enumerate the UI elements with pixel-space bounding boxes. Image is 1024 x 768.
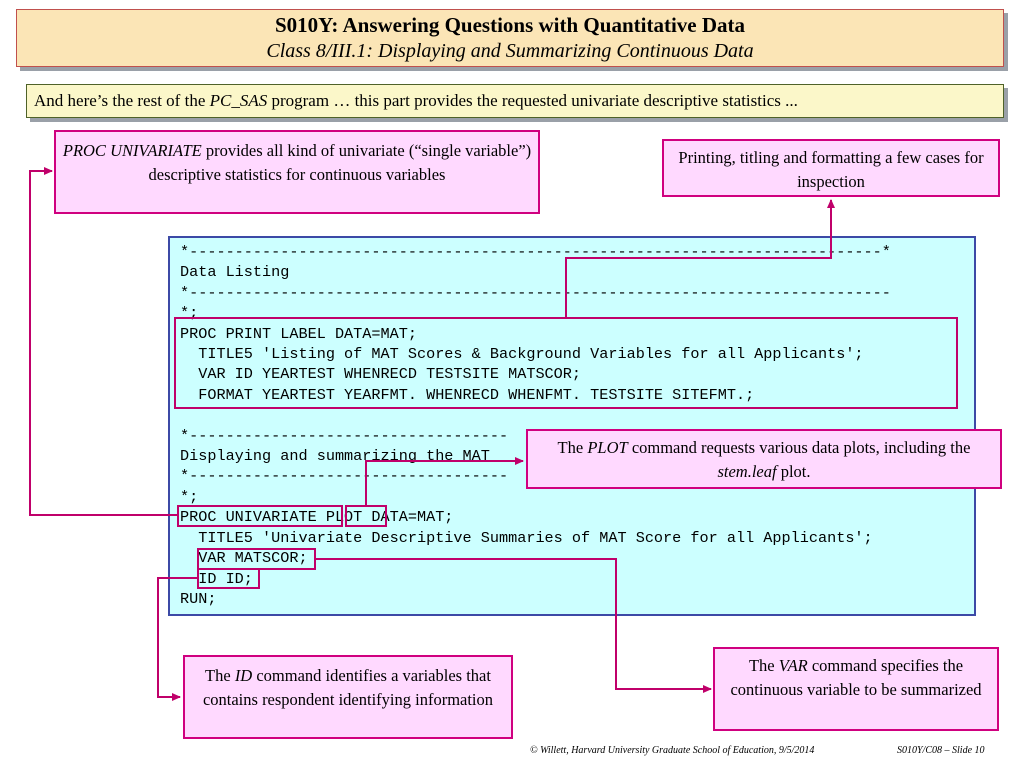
slide-title: S010Y: Answering Questions with Quantita… xyxy=(274,13,746,37)
callout-id-keyword: ID xyxy=(234,666,253,685)
callout-univariate-text: provides all kind of univariate (“single… xyxy=(148,141,532,184)
highlight-proc-print-block xyxy=(174,317,958,409)
callout-id-text-a: The xyxy=(205,666,235,685)
callout-id-command: The ID command identifies a variables th… xyxy=(183,655,513,739)
callout-print-text: Printing, titling and formatting a few c… xyxy=(678,148,984,191)
arrow-univariate xyxy=(29,167,177,516)
code-line: VAR ID YEARTEST WHENRECD TESTSITE MATSCO… xyxy=(180,365,582,384)
callout-proc-univariate: PROC UNIVARIATE provides all kind of uni… xyxy=(54,130,540,214)
code-line: PROC PRINT LABEL DATA=MAT; xyxy=(180,324,417,343)
callout-univariate-keyword: PROC UNIVARIATE xyxy=(62,141,202,160)
highlight-plot xyxy=(345,505,387,527)
code-line: *; xyxy=(180,487,199,506)
code-line: RUN; xyxy=(180,589,217,608)
callout-printing: Printing, titling and formatting a few c… xyxy=(662,139,1000,197)
callout-var-command: The VAR command specifies the continuous… xyxy=(713,647,999,731)
slide-subtitle: Class 8/III.1: Displaying and Summarizin… xyxy=(266,40,754,62)
code-line: TITLE5 'Listing of MAT Scores & Backgrou… xyxy=(180,345,864,364)
code-line: FORMAT YEARTEST YEARFMT. WHENRECD WHENFM… xyxy=(180,385,755,404)
highlight-var-matscor xyxy=(197,548,316,570)
code-line: ID ID; xyxy=(180,569,253,588)
code-line: VAR MATSCOR; xyxy=(180,549,308,568)
intro-text-before: And here’s the rest of the xyxy=(34,91,210,110)
code-line: Displaying and summarizing the MAT xyxy=(180,447,490,466)
code-line: *---------------------------------------… xyxy=(180,283,891,302)
code-line: *---------------------------------------… xyxy=(180,243,891,261)
code-line: TITLE5 'Univariate Descriptive Summaries… xyxy=(180,528,873,547)
code-line: *----------------------------------- xyxy=(180,426,509,445)
code-line: PROC UNIVARIATE PLOT DATA=MAT; xyxy=(180,508,454,527)
code-line: Data Listing xyxy=(180,263,290,282)
callout-plot-text-b: command requests various data plots, inc… xyxy=(627,438,971,457)
intro-banner: And here’s the rest of the PC_SAS progra… xyxy=(26,84,1004,118)
intro-text-after: program … this part provides the request… xyxy=(267,91,798,110)
footer-copyright: © Willett, Harvard University Graduate S… xyxy=(530,745,815,756)
callout-plot-text-c: plot. xyxy=(776,462,811,481)
callout-plot-command: The PLOT command requests various data p… xyxy=(526,429,1002,489)
callout-var-text-a: The xyxy=(748,656,779,675)
slide-title-box: S010Y: Answering Questions with Quantita… xyxy=(16,9,1004,67)
highlight-proc-univariate xyxy=(177,505,343,527)
footer-slide-number: S010Y/C08 – Slide 10 xyxy=(897,745,985,756)
callout-var-text-b: command specifies the continuous variabl… xyxy=(730,656,982,699)
callout-plot-stemleaf: stem.leaf xyxy=(717,462,777,481)
callout-plot-keyword: PLOT xyxy=(587,438,628,457)
intro-text-program: PC_SAS xyxy=(209,91,268,110)
code-line: *----------------------------------- xyxy=(180,467,509,486)
highlight-id-id xyxy=(197,568,260,589)
callout-var-keyword: VAR xyxy=(778,656,808,675)
callout-plot-text-a: The xyxy=(557,438,588,457)
